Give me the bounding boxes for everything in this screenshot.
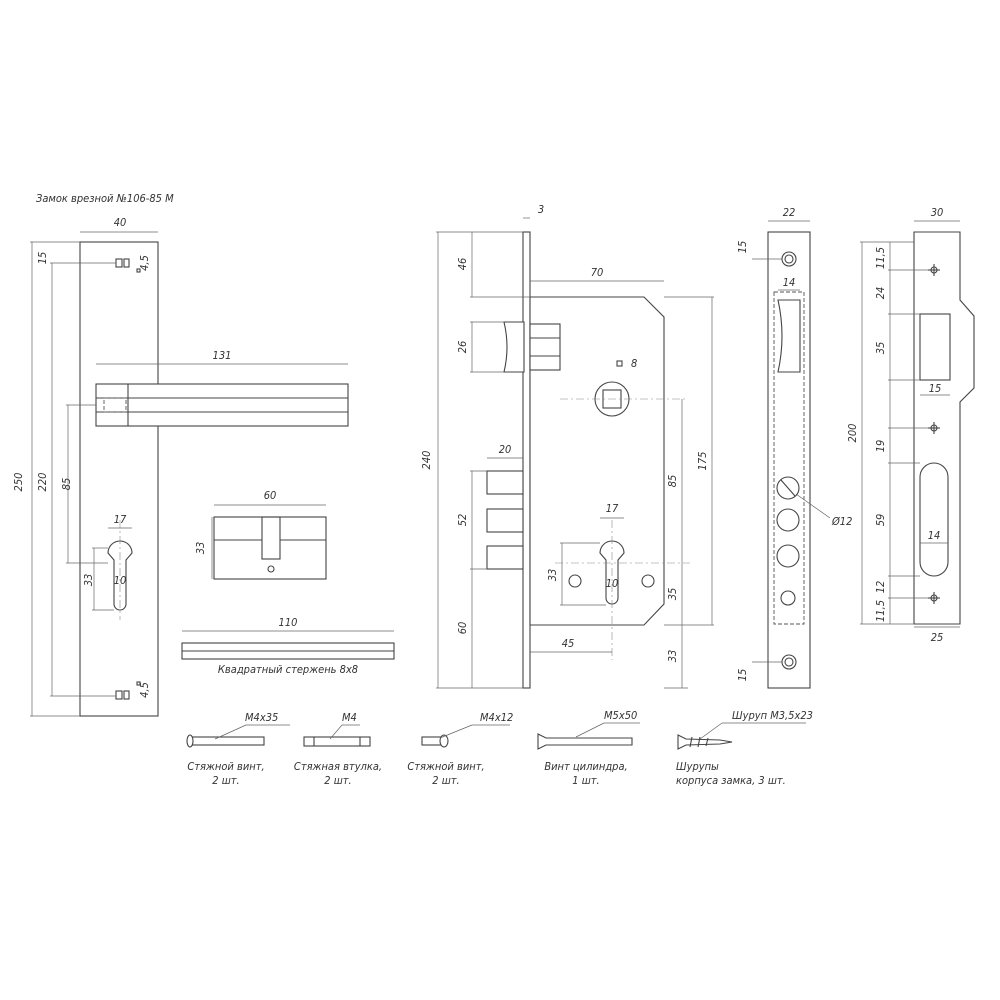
dim-rod-length: 110	[279, 616, 298, 629]
dim-cyl-height: 33	[82, 574, 95, 587]
dim-faceplate-top: 15	[736, 241, 749, 254]
dim-faceplate-hole: Ø12	[831, 515, 852, 528]
faceplate-edge	[522, 231, 531, 689]
dim-cylinder-height: 33	[194, 542, 207, 555]
faceplate-latch	[777, 299, 801, 373]
faceplate-outline	[767, 231, 811, 689]
dim-lock-cyl-width: 17	[606, 502, 619, 515]
dim-backset: 70	[591, 266, 604, 279]
part-2-name: Стяжная втулка,	[294, 760, 382, 773]
bottom-fixing-hole	[115, 690, 123, 700]
dim-strike-d1: 11,5	[874, 247, 887, 269]
part-5-name: Шурупы	[676, 760, 719, 773]
dim-lock-bottom: 60	[456, 622, 469, 635]
dim-plate-height: 250	[12, 473, 25, 492]
dim-handle-length: 131	[213, 349, 232, 362]
part-3-qty: 2 шт.	[432, 774, 459, 787]
handle-plate-outline	[79, 241, 159, 717]
part-1-size: М4х35	[245, 711, 278, 724]
part-3-name: Стяжной винт,	[407, 760, 484, 773]
strike-plate-view	[860, 220, 975, 628]
part-wood-screw	[677, 722, 806, 750]
dim-center-distance: 85	[60, 478, 73, 491]
part-5-qty: корпуса замка, 3 шт.	[676, 774, 786, 787]
dim-strike-d5: 19	[874, 440, 887, 453]
part-screw-m4x35	[186, 724, 290, 748]
dim-cyl-width: 17	[114, 513, 127, 526]
dim-faceplate-width: 22	[783, 206, 796, 219]
dim-strike-d9: 11,5	[874, 600, 887, 622]
part-3-size: М4х12	[480, 711, 513, 724]
dim-strike-d4: 15	[929, 382, 942, 395]
dim-plate-inner: 220	[36, 473, 49, 492]
dim-faceplate-bottom: 15	[736, 669, 749, 682]
dim-lock-cyl-height: 33	[546, 569, 559, 582]
part-4-qty: 1 шт.	[572, 774, 599, 787]
dim-strike-height: 200	[846, 424, 859, 443]
dim-lock-cyl-bottom: 10	[606, 577, 619, 590]
deadbolt-2	[486, 508, 524, 533]
dim-strike-d3: 35	[874, 342, 887, 355]
dim-faceplate-latch: 14	[783, 276, 796, 289]
handle-plate-view	[30, 231, 349, 717]
lock-cylinder-cutout	[599, 540, 625, 605]
dim-lock-cyl-backset: 45	[562, 637, 575, 650]
strike-bolt-slot	[919, 462, 949, 577]
dim-lock-cc: 85	[666, 475, 679, 488]
cylinder-keyhole	[107, 540, 133, 611]
lock-body-view	[436, 217, 714, 689]
faceplate-bolt-3	[776, 544, 800, 568]
part-1-qty: 2 шт.	[212, 774, 239, 787]
dim-lock-base: 33	[666, 650, 679, 663]
dim-hole-top: 4,5	[138, 255, 151, 271]
dim-strike-d2: 24	[874, 287, 887, 300]
part-1-name: Стяжной винт,	[187, 760, 264, 773]
dim-latch-top: 46	[456, 258, 469, 271]
dim-cyl-bottom: 10	[114, 574, 127, 587]
dim-lock-cyl-mid: 35	[666, 588, 679, 601]
dim-lock-height: 240	[420, 451, 433, 470]
cylinder-outline	[213, 516, 327, 580]
square-rod-view	[181, 630, 395, 660]
strike-plate-outline	[913, 231, 975, 625]
deadbolt-1	[486, 470, 524, 495]
dim-bolt-height: 52	[456, 514, 469, 527]
dim-bolt-width: 20	[499, 443, 512, 456]
dim-hole-bottom: 4,5	[138, 682, 151, 698]
latch-bolt	[503, 321, 525, 373]
part-4-name: Винт цилиндра,	[544, 760, 627, 773]
dim-latch-height: 26	[456, 341, 469, 354]
dim-plate-width: 40	[114, 216, 127, 229]
dim-spindle: 8	[631, 357, 637, 370]
handle-lever	[95, 383, 349, 427]
cylinder-view	[211, 504, 327, 580]
part-4-size: М5х50	[604, 709, 637, 722]
part-2-size: М4	[342, 711, 357, 724]
dim-strike-d8: 12	[874, 581, 887, 594]
dim-lock-center: 175	[696, 452, 709, 471]
dim-plate-top: 15	[36, 252, 49, 265]
square-rod-label: Квадратный стержень 8х8	[218, 663, 358, 676]
part-screw-m4x12	[421, 724, 510, 748]
dim-cylinder-length: 60	[264, 489, 277, 502]
deadbolt-3	[486, 545, 524, 570]
faceplate-view	[752, 220, 831, 689]
dim-strike-bottom: 25	[931, 631, 944, 644]
strike-latch-opening	[919, 313, 951, 381]
dim-strike-d7: 14	[928, 529, 941, 542]
dim-strike-width: 30	[931, 206, 944, 219]
drawing-title: Замок врезной №106-85 М	[36, 192, 174, 205]
faceplate-bolt-2	[776, 508, 800, 532]
part-screw-m5x50	[537, 722, 640, 750]
dim-strike-d6: 59	[874, 514, 887, 527]
faceplate-bolt-1	[776, 476, 800, 500]
part-5-size: Шуруп М3,5х23	[732, 709, 813, 722]
dim-faceplate-thickness: 3	[538, 203, 544, 216]
part-sleeve-m4	[303, 724, 371, 747]
part-2-qty: 2 шт.	[324, 774, 351, 787]
